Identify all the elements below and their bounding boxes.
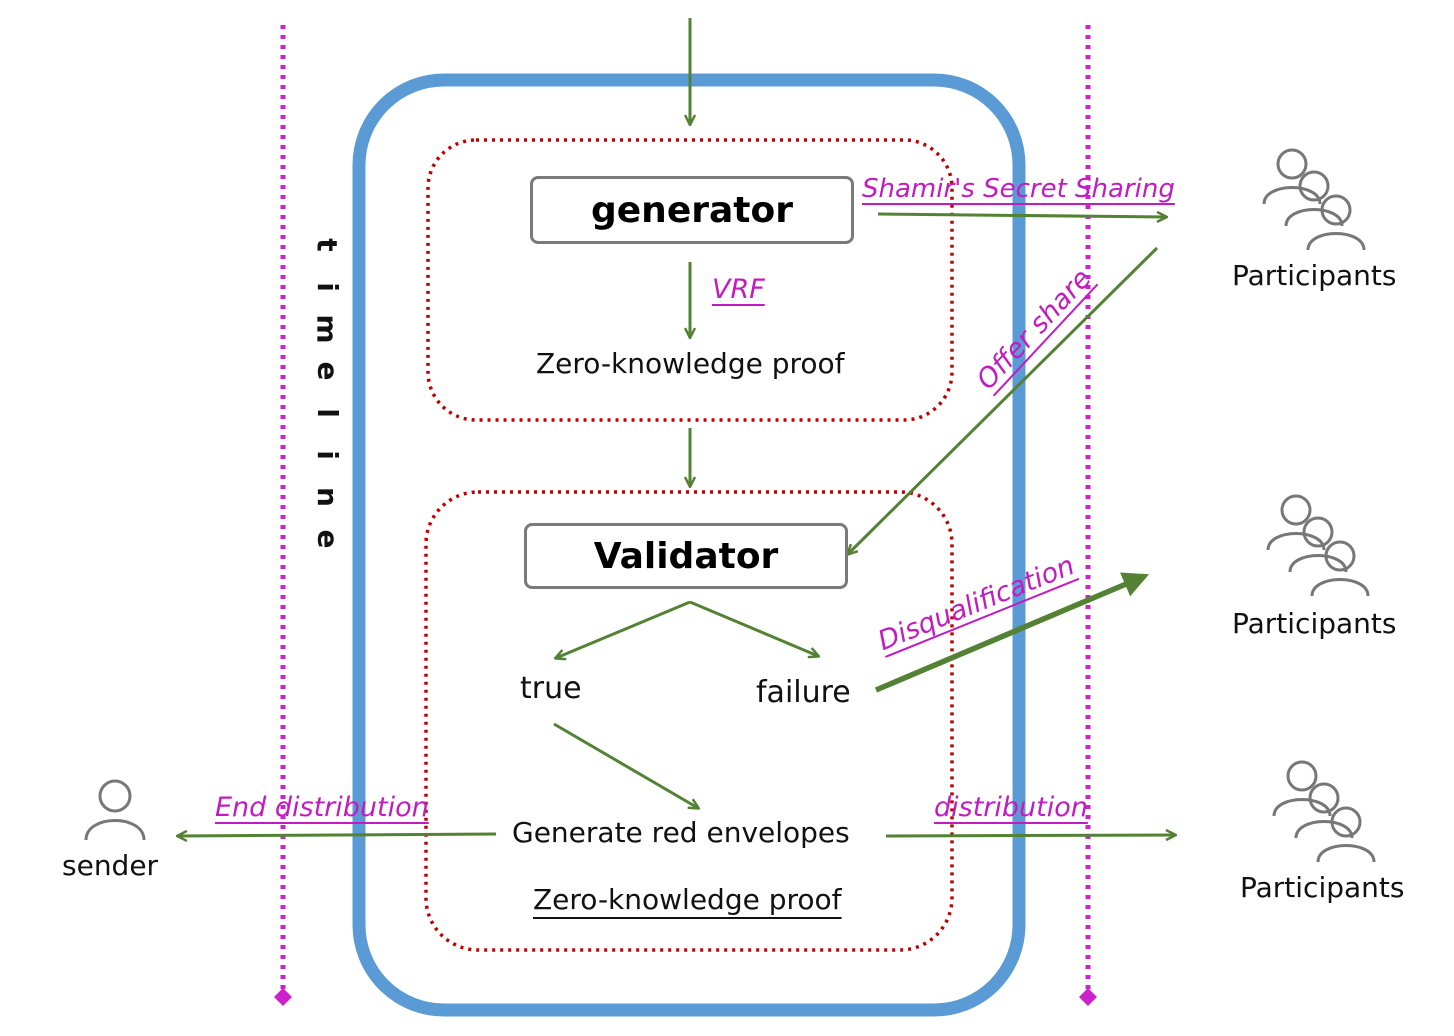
generate-envelopes-label: Generate red envelopes (512, 816, 850, 849)
shamir-arrow (877, 214, 1166, 217)
timeline-letter: l (310, 408, 344, 418)
zkp-bottom-label: Zero-knowledge proof (533, 883, 842, 916)
end-distribution-arrow (178, 834, 497, 836)
distribution-arrow (885, 835, 1175, 836)
timeline-label: t i m e l i n e (311, 224, 344, 560)
zkp-top-label: Zero-knowledge proof (536, 347, 845, 380)
generator-node: generator (530, 176, 854, 244)
validator-node: Validator (524, 523, 848, 589)
timeline-letter: i (310, 450, 344, 460)
true-label: true (520, 671, 582, 706)
timeline-right-end (1079, 988, 1097, 1006)
participants-group-icon (1262, 148, 1366, 251)
participants-group-icon (1272, 760, 1376, 863)
timeline-letter: i (310, 282, 344, 292)
end-distribution-edge-label: End distribution (215, 792, 429, 823)
participants-group-icon (1266, 494, 1370, 597)
disqualification-arrow (874, 572, 1149, 693)
vrf-edge-label: VRF (712, 274, 765, 305)
timeline-left-end (274, 988, 292, 1006)
timeline-letter: e (311, 361, 344, 381)
sender-label: sender (62, 849, 159, 882)
sender-icon (84, 779, 146, 841)
branch-true-arrow (556, 600, 691, 658)
validator-group (424, 490, 954, 952)
timeline-letter: n (311, 487, 344, 507)
shamir-edge-label: Shamir's Secret Sharing (862, 174, 1175, 204)
generator-label: generator (591, 189, 793, 231)
timeline-letter: e (311, 529, 344, 549)
offer-share-arrow (848, 246, 1159, 554)
timeline-letter: t (310, 238, 344, 252)
failure-label: failure (756, 675, 851, 710)
participants-label-3: Participants (1240, 871, 1405, 904)
participants-label-2: Participants (1232, 607, 1397, 640)
branch-failure-arrow (689, 600, 818, 656)
distribution-edge-label: distribution (934, 792, 1088, 823)
validator-label: Validator (593, 535, 779, 577)
participants-label-1: Participants (1232, 259, 1397, 292)
timeline-letter: m (311, 314, 344, 344)
generator-group (426, 138, 954, 422)
true-to-generate-arrow (553, 722, 698, 808)
